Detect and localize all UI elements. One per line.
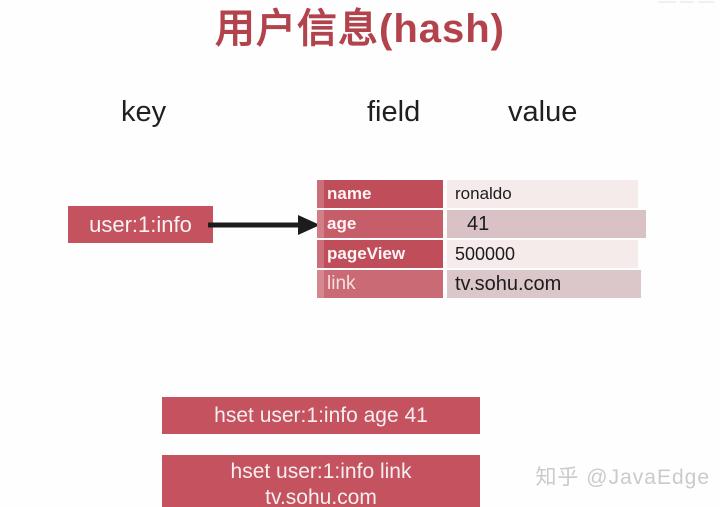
field-cell: link: [317, 270, 443, 298]
page-title: 用户信息(hash): [215, 7, 505, 51]
table-row: pageView 500000: [317, 240, 646, 268]
table-row: age 41: [317, 210, 646, 238]
redis-key-box: user:1:info: [68, 206, 213, 243]
field-cell: pageView: [317, 240, 443, 268]
watermark: 知乎 @JavaEdge: [535, 466, 710, 489]
field-cell: age: [317, 210, 443, 238]
value-cell: 41: [447, 210, 646, 238]
table-row: link tv.sohu.com: [317, 270, 646, 298]
value-cell: tv.sohu.com: [447, 270, 641, 298]
arrow-right-icon: [208, 215, 320, 235]
column-label-value: value: [508, 96, 578, 128]
cropped-overlay-artifact: [654, 1, 714, 5]
value-cell: 500000: [447, 240, 638, 268]
column-label-field: field: [367, 96, 421, 128]
field-cell: name: [317, 180, 443, 208]
value-cell: ronaldo: [447, 180, 638, 208]
command-box-hset-link: hset user:1:info link tv.sohu.com: [162, 455, 480, 507]
column-label-key: key: [121, 96, 167, 128]
hash-table: name ronaldo age 41 pageView 500000 link…: [317, 180, 646, 300]
command-box-hset-age: hset user:1:info age 41: [162, 397, 480, 434]
table-row: name ronaldo: [317, 180, 646, 208]
redis-key-label: user:1:info: [89, 211, 192, 237]
